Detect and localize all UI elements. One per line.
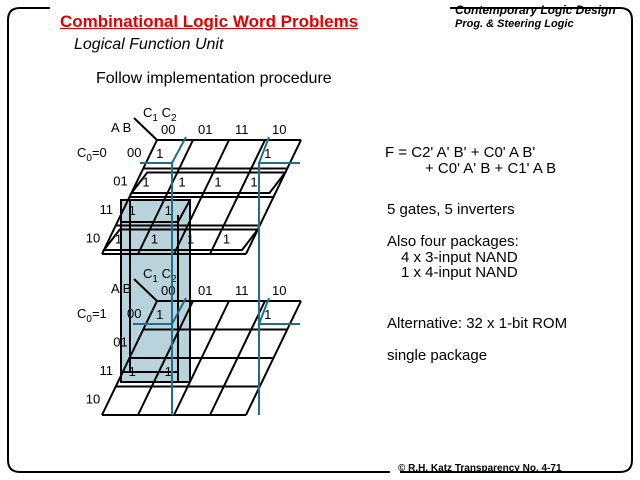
row-label: 10 [86,231,100,246]
column-label: 10 [272,122,286,137]
column-label: 11 [235,283,249,298]
cell-value: 1 [165,203,172,218]
equation-line-1: F = C2' A' B' + C0' A B' [385,144,536,161]
equation-line-2: + C0' A' B + C1' A B [425,160,557,177]
cell-value: 1 [264,146,271,161]
row-variables: A B [111,120,131,135]
grid-col-line [137,139,194,255]
loop-row-10 [101,228,260,251]
column-label: 00 [161,122,175,137]
column-label: 01 [198,122,212,137]
column-label: 11 [235,122,249,137]
cell-value: 1 [151,232,158,247]
corner-divider [133,278,158,302]
row-label: 11 [100,202,114,217]
slide-subtitle: Logical Function Unit [74,36,224,53]
row-label: 01 [113,174,127,189]
cell-value: 1 [250,175,257,190]
column-variables: C1 C2 [143,266,177,285]
prism-edge [177,199,191,223]
grid-col-line [173,139,230,255]
gate-count: 5 gates, 5 inverters [387,201,515,218]
map-label: C0=1 [77,306,107,325]
slide-title: Combinational Logic Word Problems [60,12,359,31]
corner-divider [133,117,158,141]
column-label: 01 [198,283,212,298]
prism-outline [120,199,191,383]
grid-col-line [245,139,302,255]
cell-value: 1 [178,175,185,190]
column-variables: C1 C2 [143,105,177,124]
loop-row-01 [129,171,288,194]
column-label: 00 [161,283,175,298]
row-label: 00 [127,145,141,160]
packages-heading: Also four packages: [387,233,519,250]
chapter-title: Prog. & Steering Logic [455,18,574,30]
row-label: 10 [86,392,100,407]
column-label: 10 [272,283,286,298]
package-nand3: 4 x 3-input NAND [401,249,518,266]
grid-col-line [137,300,194,416]
cell-value: 1 [129,203,136,218]
grid-col-line [209,139,266,255]
procedure-heading: Follow implementation procedure [96,70,332,87]
cell-value: 1 [115,232,122,247]
row-label: 11 [100,363,114,378]
cell-value: 1 [264,307,271,322]
map-label: C0=0 [77,145,107,164]
cell-value: 1 [156,146,163,161]
cell-value: 1 [142,175,149,190]
grid-col-line [245,300,302,416]
single-package: single package [387,347,488,364]
rom-alternative: Alternative: 32 x 1-bit ROM [387,315,568,332]
grid-col-line [173,300,230,416]
grid-col-line [209,300,266,416]
cell-value: 1 [156,307,163,322]
package-nand4: 1 x 4-input NAND [401,264,518,281]
book-title: Contemporary Logic Design [455,3,616,17]
footer-credit: © R.H. Katz Transparency No. 4-71 [398,463,562,474]
cell-value: 1 [223,232,230,247]
cell-value: 1 [214,175,221,190]
grid-col-line [101,139,158,255]
